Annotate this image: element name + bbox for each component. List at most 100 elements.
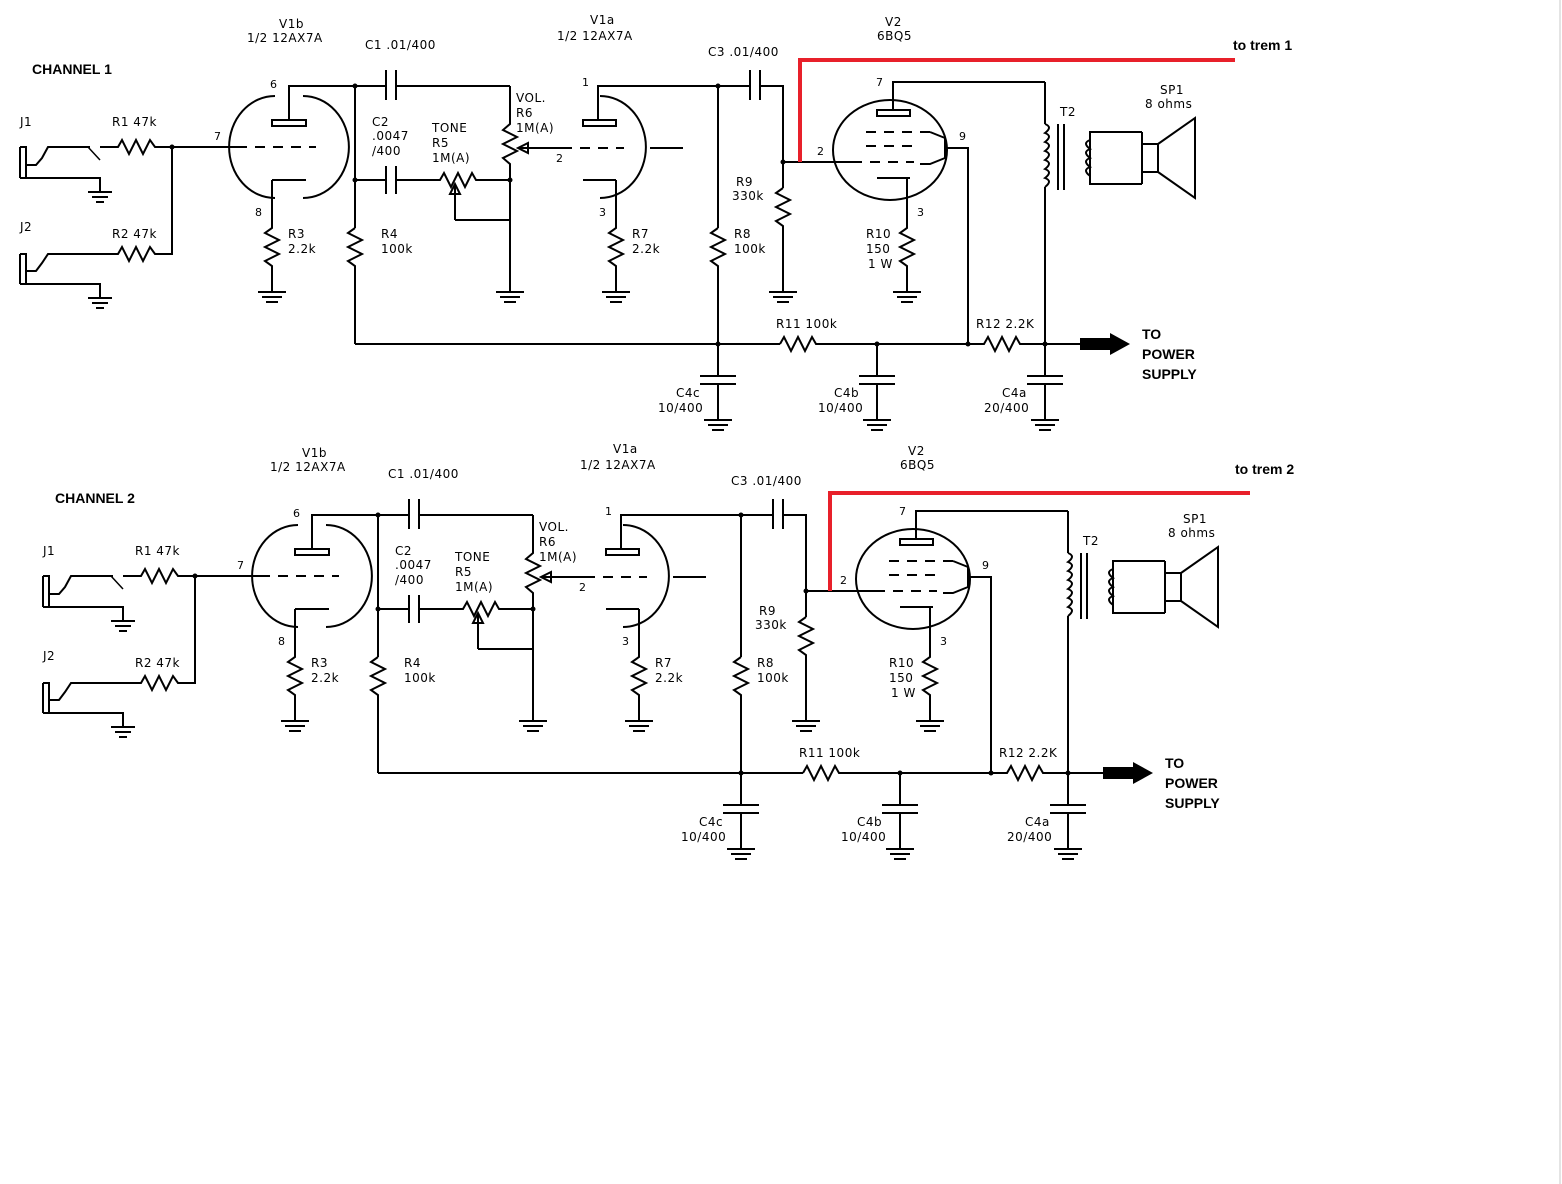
j2-label: J2: [19, 220, 32, 234]
pin-number: 2: [556, 152, 563, 165]
c1-label: C1 .01/400: [388, 467, 459, 481]
trem-2-line: [828, 491, 1250, 591]
v1a-label: V1a: [613, 442, 638, 456]
r11-label: R11 100k: [776, 317, 837, 331]
sp1-impedance: 8 ohms: [1168, 526, 1215, 540]
vol-label: VOL.: [516, 91, 546, 105]
c4b-label: C4b: [834, 386, 859, 400]
vol-label: VOL.: [539, 520, 569, 534]
c4b-label: C4b: [857, 815, 882, 829]
c2-label: C2: [395, 544, 412, 558]
r7-value: 2.2k: [655, 671, 683, 685]
r6-label: R6: [539, 535, 556, 549]
pin-number: 1: [605, 505, 612, 518]
r8-label: R8: [757, 656, 774, 670]
r3-value: 2.2k: [311, 671, 339, 685]
pin-number: 2: [579, 581, 586, 594]
pin-number: 3: [940, 635, 947, 648]
v2-type: 6BQ5: [877, 29, 912, 43]
r4-value: 100k: [381, 242, 413, 256]
power-supply-label: POWER: [1142, 346, 1195, 362]
pin-number: 8: [278, 635, 285, 648]
v1b-type: 1/2 12AX7A: [270, 460, 346, 474]
r10-power: 1 W: [868, 257, 893, 271]
c2-voltage: /400: [372, 144, 401, 158]
r12-label: R12 2.2K: [976, 317, 1035, 331]
r4-label: R4: [381, 227, 398, 241]
r5-value: 1M(A): [455, 580, 493, 594]
r10-power: 1 W: [891, 686, 916, 700]
channel-1-labels: CHANNEL 1 to trem 1 J1 J2 R1 47k R2 47k …: [19, 13, 1292, 415]
c4b-value: 10/400: [818, 401, 863, 415]
power-supply-label: TO: [1142, 326, 1161, 342]
pin-number: 9: [982, 559, 989, 572]
c1-label: C1 .01/400: [365, 38, 436, 52]
power-supply-label: TO: [1165, 755, 1184, 771]
c4b-value: 10/400: [841, 830, 886, 844]
v1a-type: 1/2 12AX7A: [557, 29, 633, 43]
r9-label: R9: [759, 604, 776, 618]
r7-value: 2.2k: [632, 242, 660, 256]
channel-2-labels: CHANNEL 2 to trem 2 J1 J2 R1 47k R2 47k …: [42, 442, 1294, 844]
t2-label: T2: [1082, 534, 1099, 548]
c3-label: C3 .01/400: [708, 45, 779, 59]
r2-label: R2 47k: [112, 227, 157, 241]
pin-number: 2: [817, 145, 824, 158]
r11-label: R11 100k: [799, 746, 860, 760]
channel-2-circuit: [42, 491, 1250, 860]
pin-number: 3: [917, 206, 924, 219]
pin-number: 9: [959, 130, 966, 143]
r10-label: R10: [866, 227, 891, 241]
sp1-impedance: 8 ohms: [1145, 97, 1192, 111]
r1-label: R1 47k: [135, 544, 180, 558]
r9-value: 330k: [755, 618, 787, 632]
j1-label: J1: [19, 115, 32, 129]
sp1-label: SP1: [1160, 83, 1184, 97]
power-supply-label: SUPPLY: [1165, 795, 1220, 811]
r3-label: R3: [288, 227, 305, 241]
trem-1-line: [798, 58, 1235, 162]
r4-value: 100k: [404, 671, 436, 685]
r6-label: R6: [516, 106, 533, 120]
c4a-value: 20/400: [1007, 830, 1052, 844]
c4c-value: 10/400: [658, 401, 703, 415]
trem-label: to trem 2: [1235, 461, 1294, 477]
r3-value: 2.2k: [288, 242, 316, 256]
channel-1-circuit: [19, 58, 1235, 431]
v1b-label: V1b: [279, 17, 304, 31]
j2-label: J2: [42, 649, 55, 663]
r6-value: 1M(A): [539, 550, 577, 564]
r1-label: R1 47k: [112, 115, 157, 129]
v2-label: V2: [885, 15, 902, 29]
c4c-label: C4c: [699, 815, 723, 829]
t2-label: T2: [1059, 105, 1076, 119]
pin-number: 8: [255, 206, 262, 219]
r6-value: 1M(A): [516, 121, 554, 135]
channel-title: CHANNEL 1: [32, 61, 112, 77]
channel-title: CHANNEL 2: [55, 490, 135, 506]
pin-number: 6: [293, 507, 300, 520]
sp1-label: SP1: [1183, 512, 1207, 526]
pin-number: 7: [899, 505, 906, 518]
r10-value: 150: [866, 242, 890, 256]
r8-label: R8: [734, 227, 751, 241]
r9-value: 330k: [732, 189, 764, 203]
pin-number: 2: [840, 574, 847, 587]
pin-number: 7: [876, 76, 883, 89]
tone-label: TONE: [454, 550, 490, 564]
v1a-label: V1a: [590, 13, 615, 27]
c4a-label: C4a: [1025, 815, 1050, 829]
pin-number: 1: [582, 76, 589, 89]
v1b-type: 1/2 12AX7A: [247, 31, 323, 45]
c2-voltage: /400: [395, 573, 424, 587]
r8-value: 100k: [757, 671, 789, 685]
r12-label: R12 2.2K: [999, 746, 1058, 760]
power-supply-label: SUPPLY: [1142, 366, 1197, 382]
c2-value: .0047: [372, 129, 409, 143]
c3-label: C3 .01/400: [731, 474, 802, 488]
r4-label: R4: [404, 656, 421, 670]
pin-number: 6: [270, 78, 277, 91]
r10-label: R10: [889, 656, 914, 670]
r5-label: R5: [432, 136, 449, 150]
